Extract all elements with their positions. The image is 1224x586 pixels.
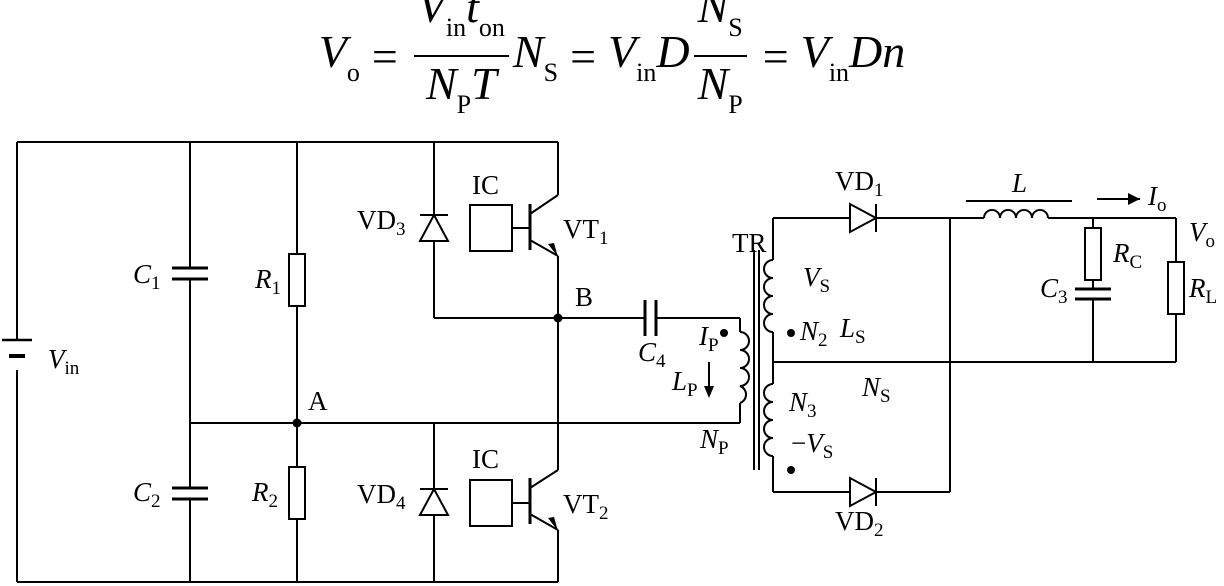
ic-box-bottom bbox=[469, 479, 513, 527]
label-c1: C1 bbox=[133, 259, 161, 294]
label-io: Io bbox=[1147, 181, 1167, 216]
label-tr: TR bbox=[732, 228, 767, 258]
resistor-r1 bbox=[288, 142, 306, 423]
label-vd4: VD4 bbox=[357, 479, 406, 514]
diode-vd3 bbox=[418, 142, 450, 318]
n2-polarity-dot bbox=[787, 329, 795, 337]
io-arrowhead bbox=[1128, 193, 1140, 205]
label-node-b: B bbox=[575, 282, 593, 312]
ip-arrowhead bbox=[704, 386, 714, 398]
formula-lhs: Vo bbox=[318, 25, 360, 87]
node-a-dot bbox=[292, 418, 302, 428]
inductor-l bbox=[966, 200, 1176, 219]
label-r2: R2 bbox=[251, 477, 278, 512]
label-l: L bbox=[1011, 168, 1027, 198]
formula-equals-3: = bbox=[762, 30, 789, 82]
primary-winding-lp bbox=[739, 331, 750, 404]
label-n2: N2 bbox=[799, 316, 828, 351]
primary-polarity-dot bbox=[720, 329, 728, 337]
diode-vd1 bbox=[849, 202, 879, 234]
label-ls: LS bbox=[839, 313, 866, 348]
diode-vd4 bbox=[418, 423, 450, 582]
formula-term-vindn: VinDn bbox=[800, 25, 906, 87]
label-vt2: VT2 bbox=[563, 489, 609, 524]
label-vs: VS bbox=[803, 262, 830, 297]
label-vo: Vo bbox=[1189, 217, 1215, 252]
transistor-vt1 bbox=[512, 142, 559, 318]
capacitor-c4 bbox=[643, 300, 658, 336]
capacitor-c1 bbox=[172, 142, 208, 423]
node-b-dot bbox=[553, 313, 563, 323]
label-ip: IP bbox=[698, 321, 719, 356]
transistor-vt2 bbox=[512, 318, 559, 582]
label-lp: LP bbox=[671, 366, 698, 401]
label-rc: RC bbox=[1112, 238, 1142, 273]
formula-fraction-1: Vinton NPT bbox=[413, 0, 509, 130]
output-voltage-formula: Vo = Vinton NPT NS = VinD NS NP = VinDn bbox=[0, 0, 1224, 119]
resistor-rl bbox=[1167, 218, 1185, 362]
n3-polarity-dot bbox=[787, 466, 795, 474]
label-node-a: A bbox=[308, 386, 328, 416]
label-c2: C2 bbox=[133, 477, 161, 512]
label-rl: RL bbox=[1188, 273, 1217, 308]
wire-node-a bbox=[190, 403, 741, 424]
label-vt1: VT1 bbox=[563, 214, 609, 249]
input-rails bbox=[16, 141, 558, 583]
vt1-emitter-arrow bbox=[548, 243, 558, 257]
capacitor-c2 bbox=[172, 423, 208, 582]
resistor-r2 bbox=[288, 423, 306, 582]
label-ic-bottom: IC bbox=[472, 444, 499, 474]
vin-battery-symbol bbox=[2, 338, 32, 358]
label-vin: Vin bbox=[48, 344, 80, 379]
secondary-winding-n3 bbox=[763, 362, 774, 492]
label-ns: NS bbox=[861, 372, 891, 407]
label-vd1: VD1 bbox=[835, 166, 884, 201]
formula-equals-1: = bbox=[371, 30, 398, 82]
label-ic-top: IC bbox=[472, 170, 499, 200]
label-c4: C4 bbox=[638, 337, 666, 372]
diode-vd2 bbox=[849, 476, 879, 508]
label-r1: R1 bbox=[254, 264, 281, 299]
formula-term-vind: VinD bbox=[608, 25, 690, 87]
vt2-emitter-arrow bbox=[548, 517, 558, 531]
secondary-winding-n2 bbox=[763, 218, 774, 362]
label-neg-vs: −VS bbox=[791, 428, 833, 463]
label-c3: C3 bbox=[1040, 273, 1068, 308]
label-n3: N3 bbox=[788, 387, 817, 422]
secondary-rails bbox=[773, 217, 1176, 493]
formula-term-ns: NS bbox=[512, 25, 559, 87]
capacitor-c3 bbox=[1075, 287, 1111, 362]
label-np: NP bbox=[699, 424, 729, 459]
resistor-rc bbox=[1084, 218, 1102, 289]
wire-node-b bbox=[434, 317, 741, 332]
formula-equals-2: = bbox=[570, 30, 597, 82]
ic-box-top bbox=[469, 204, 513, 252]
formula-fraction-2: NS NP bbox=[693, 0, 747, 130]
label-vd3: VD3 bbox=[357, 205, 406, 240]
label-vd2: VD2 bbox=[835, 506, 884, 541]
